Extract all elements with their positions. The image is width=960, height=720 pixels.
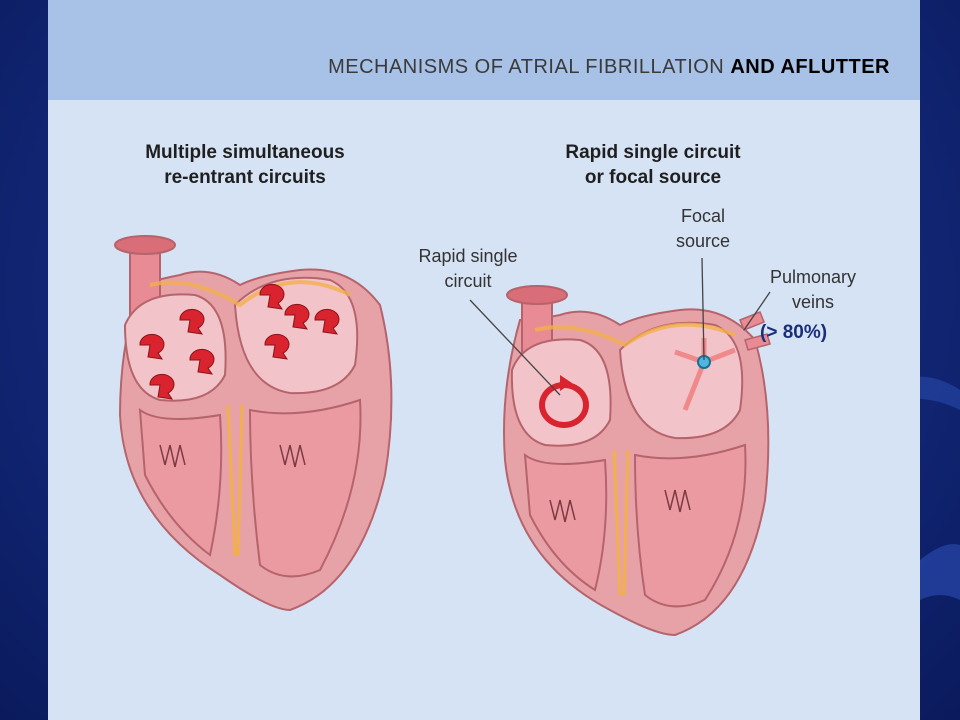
pulmonary-veins-label: Pulmonary veins	[748, 265, 878, 315]
papillary-muscles	[549, 489, 691, 523]
veins-leader-line	[743, 291, 771, 331]
focal-leader-line	[701, 257, 705, 361]
right-caption-line-2: or focal source	[584, 167, 722, 188]
slide-title: MECHANISMS OF ATRIAL FIBRILLATION AND AF…	[328, 56, 890, 79]
left-caption-line-2: re-entrant circuits	[164, 167, 326, 188]
pulmonary-veins	[739, 311, 771, 351]
focal-source-label-line-2: source	[675, 231, 731, 251]
single-circuit-arrow	[539, 382, 589, 428]
papillary-muscles	[159, 444, 306, 468]
left-ventricle	[633, 443, 747, 608]
left-atrium	[233, 276, 359, 395]
left-caption-line-1: Multiple simultaneous	[145, 142, 345, 163]
circuit-leader-line	[469, 299, 561, 396]
pulmonary-veins-label-line-2: veins	[791, 292, 835, 312]
pulmonary-veins-percentage: (> 80%)	[760, 322, 828, 343]
right-ventricle	[523, 452, 608, 592]
aorta-opening	[506, 285, 568, 305]
left-ventricle	[248, 398, 362, 578]
right-caption: Rapid single circuit or focal source	[528, 140, 778, 190]
rapid-single-circuit-label-line-1: Rapid single	[418, 246, 518, 266]
pulmonary-veins-label-line-1: Pulmonary	[769, 267, 857, 287]
conduction-bundle	[226, 404, 244, 556]
focal-source-label-line-1: Focal	[680, 206, 725, 226]
right-atrium	[510, 338, 612, 447]
left-heart-illustration	[114, 235, 393, 612]
title-part-2: AND AFLUTTER	[730, 56, 890, 78]
conduction-bundle	[612, 449, 630, 596]
rapid-single-circuit-label: Rapid single circuit	[388, 244, 548, 294]
header-band	[48, 0, 920, 100]
right-heart-illustration	[503, 285, 771, 637]
conduction-path	[534, 322, 736, 348]
left-caption: Multiple simultaneous re-entrant circuit…	[120, 140, 370, 190]
right-caption-line-1: Rapid single circuit	[565, 142, 741, 163]
single-circuit-arrowhead	[560, 375, 572, 391]
focal-source-label: Focal source	[648, 204, 758, 254]
aorta-opening	[114, 235, 176, 255]
rapid-single-circuit-label-line-2: circuit	[444, 271, 492, 291]
reentrant-arrows	[139, 283, 340, 400]
title-part-1: MECHANISMS OF ATRIAL FIBRILLATION	[328, 56, 725, 78]
conduction-path	[149, 280, 351, 308]
